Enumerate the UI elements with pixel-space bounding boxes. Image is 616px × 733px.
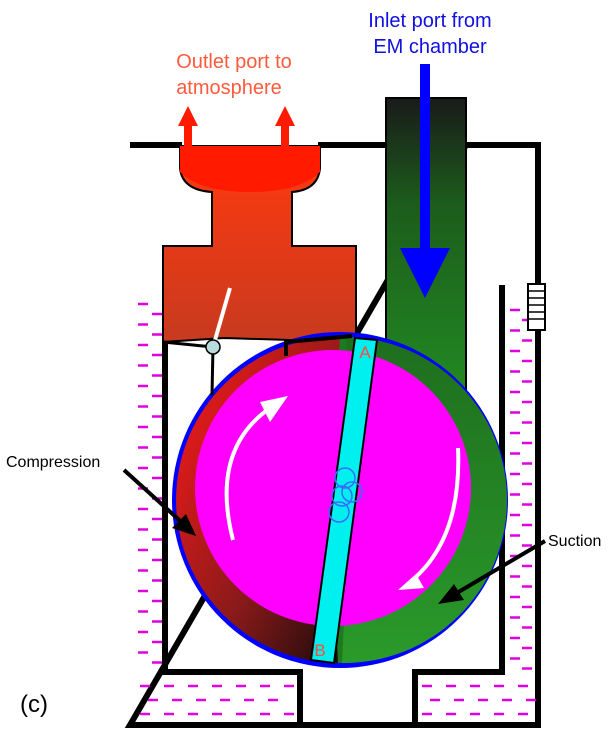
vane-springs [328,467,363,523]
casing-inner-wall-left [162,285,303,725]
outlet-label-line1: Outlet port to [176,51,292,73]
outlet-arrow-left-shaft [184,124,192,148]
suction-pointer [448,539,547,599]
inlet-label-line1: Inlet port from [368,10,491,32]
valve-seat [284,334,353,356]
outlet-cap [180,146,320,192]
rotor [195,350,471,626]
inlet-arrow-head [400,248,450,298]
oil-sight-glass [527,283,546,331]
outlet-label-line2: atmosphere [176,77,282,99]
label-pointers [122,468,547,604]
inlet-label-line2: EM chamber [373,36,487,58]
outlet-arrow-right-head [275,106,295,126]
valve-pivot [205,339,221,355]
inlet-arrow-shaft [420,64,430,254]
rotation-arrow-right [408,447,461,584]
rotation-arrow-left [224,406,272,541]
exhaust-flap-valve [162,287,353,396]
sliding-vane [309,336,379,665]
outlet-arrow-right-shaft [281,124,289,148]
oil-level-marks [138,302,536,716]
vane-tip-a-label: A [359,343,371,362]
rotation-arrows [224,396,461,590]
compression-label: Compression [6,454,100,471]
outlet-arrow-left-head [178,106,198,126]
vane-tip-b-label: B [314,641,325,660]
inlet-arrow [400,64,450,298]
outlet-arrows [178,106,295,148]
panel-label: (c) [20,691,48,718]
suction-label: Suction [548,533,601,550]
outlet-block [162,145,357,344]
compression-pointer [122,468,190,530]
